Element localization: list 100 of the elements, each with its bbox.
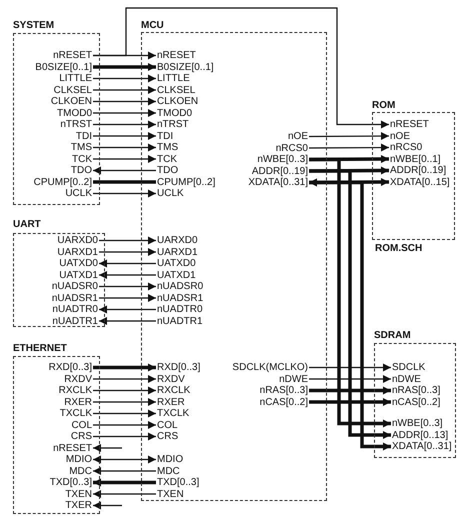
wire (99, 248, 156, 256)
pin-label: TXD[0..3] (50, 477, 92, 488)
pin-label: nUADTR0 (52, 304, 98, 315)
wire (93, 155, 156, 163)
pin-label: nDWE (279, 374, 308, 384)
pin-label: nRESET (390, 119, 429, 130)
pin-label: COL (71, 420, 92, 430)
bus-wire (308, 166, 390, 175)
pin-label: TXEN (65, 488, 92, 500)
pin-label: ADDR[0..13] (392, 430, 448, 440)
wire (99, 294, 156, 302)
pin-label: nRAS[0..3] (260, 385, 308, 396)
wire (93, 190, 156, 198)
pin-label: TXCLK (157, 408, 190, 419)
pin-label: CLKOEN (50, 96, 92, 107)
wire (93, 490, 156, 498)
pin-label: TXEN (157, 488, 184, 500)
pin-label: nUADTR0 (157, 304, 203, 315)
pin-label: nUADSR0 (157, 281, 204, 292)
pin-label: CPUMP[0..2] (34, 176, 92, 188)
pin-label: RXD[0..3] (157, 362, 200, 373)
pin-label: CPUMP[0..2] (157, 176, 216, 188)
pin-label: nRESET (53, 442, 92, 454)
pin-label: CLKOEN (157, 96, 198, 107)
pin-label: UATXD1 (157, 270, 196, 280)
pin-label: SDCLK(MCLKO) (232, 362, 308, 373)
pin-label: ADDR[0..19] (252, 166, 308, 176)
pin-label: nTRST (60, 119, 92, 130)
wire (93, 120, 156, 128)
pin-label: XDATA[0..15] (390, 176, 450, 188)
block-title: SYSTEM (13, 20, 54, 31)
wire (93, 467, 156, 475)
pin-label: nRESET (157, 50, 196, 61)
pin-label: B0SIZE[0..1] (157, 62, 214, 72)
pin-label: TDO (70, 165, 92, 176)
pin-label: UARXD0 (157, 235, 198, 246)
pin-label: CLKSEL (54, 84, 92, 96)
wire (93, 502, 122, 510)
pin-label: UARXD1 (157, 246, 198, 258)
wire (309, 132, 389, 140)
wire (93, 74, 156, 82)
block-title: SDRAM (374, 330, 411, 341)
block-title: MCU (141, 20, 164, 31)
wire (99, 260, 156, 268)
pin-label: nRESET (53, 50, 92, 61)
wire (309, 364, 391, 372)
pin-label: nUADTR1 (157, 316, 203, 326)
pin-label: UCLK (157, 188, 184, 199)
wire (93, 144, 156, 152)
pin-label: nWBE[0..3] (257, 154, 308, 165)
pin-label: nWBE[0..1] (390, 154, 441, 164)
pin-label: MDIO (157, 454, 184, 465)
pin-label: LITTLE (59, 73, 92, 84)
pin-label: nOE (288, 131, 308, 142)
bus-wire (308, 155, 390, 164)
wire (93, 166, 156, 174)
pin-label: RXER (157, 396, 185, 408)
wire (93, 98, 156, 106)
bus-wire (93, 63, 156, 71)
wire (93, 386, 156, 394)
pin-label: LITTLE (157, 73, 190, 84)
pin-label: CLKSEL (157, 84, 196, 96)
pin-label: TDO (157, 165, 178, 176)
wire (93, 456, 156, 464)
pin-label: nTRST (157, 119, 189, 130)
pin-label: MDC (69, 466, 92, 476)
wire (93, 410, 156, 418)
pin-label: RXCLK (58, 385, 92, 396)
pin-label: XDATA[0..31] (248, 177, 308, 188)
pin-label: TXD[0..3] (157, 477, 200, 488)
pin-label: UCLK (65, 188, 92, 199)
wire (93, 375, 156, 383)
pin-label: MDIO (66, 454, 92, 465)
pin-label: nWBE[0..3] (392, 418, 443, 429)
wire (93, 109, 156, 117)
pin-label: TMOD0 (157, 108, 192, 118)
wire (99, 271, 156, 279)
bus-wire (93, 478, 156, 486)
pin-label: RXER (64, 396, 92, 408)
wire (93, 7, 389, 128)
pin-label: XDATA[0..31] (392, 441, 452, 452)
pin-label: COL (157, 420, 178, 430)
pin-label: CRS (70, 431, 92, 442)
pin-label: UATXD0 (157, 258, 196, 269)
wire (99, 317, 156, 325)
bus-wire (308, 178, 390, 186)
pin-label: TCK (72, 154, 92, 164)
pin-label: B0SIZE[0..1] (35, 62, 92, 72)
pin-label: SDCLK (392, 362, 426, 373)
wire (99, 236, 156, 244)
pin-label: TXCLK (60, 408, 92, 419)
pin-label: nUADTR1 (52, 316, 98, 326)
pin-label: TMS (70, 142, 92, 153)
wire (93, 398, 156, 406)
pin-label: UATXD1 (59, 270, 98, 280)
wire (93, 444, 122, 452)
bus-wire (93, 364, 156, 372)
block-title: UART (13, 219, 41, 230)
pin-label: nUADSR0 (52, 281, 98, 292)
pin-label: RXD[0..3] (48, 362, 92, 373)
